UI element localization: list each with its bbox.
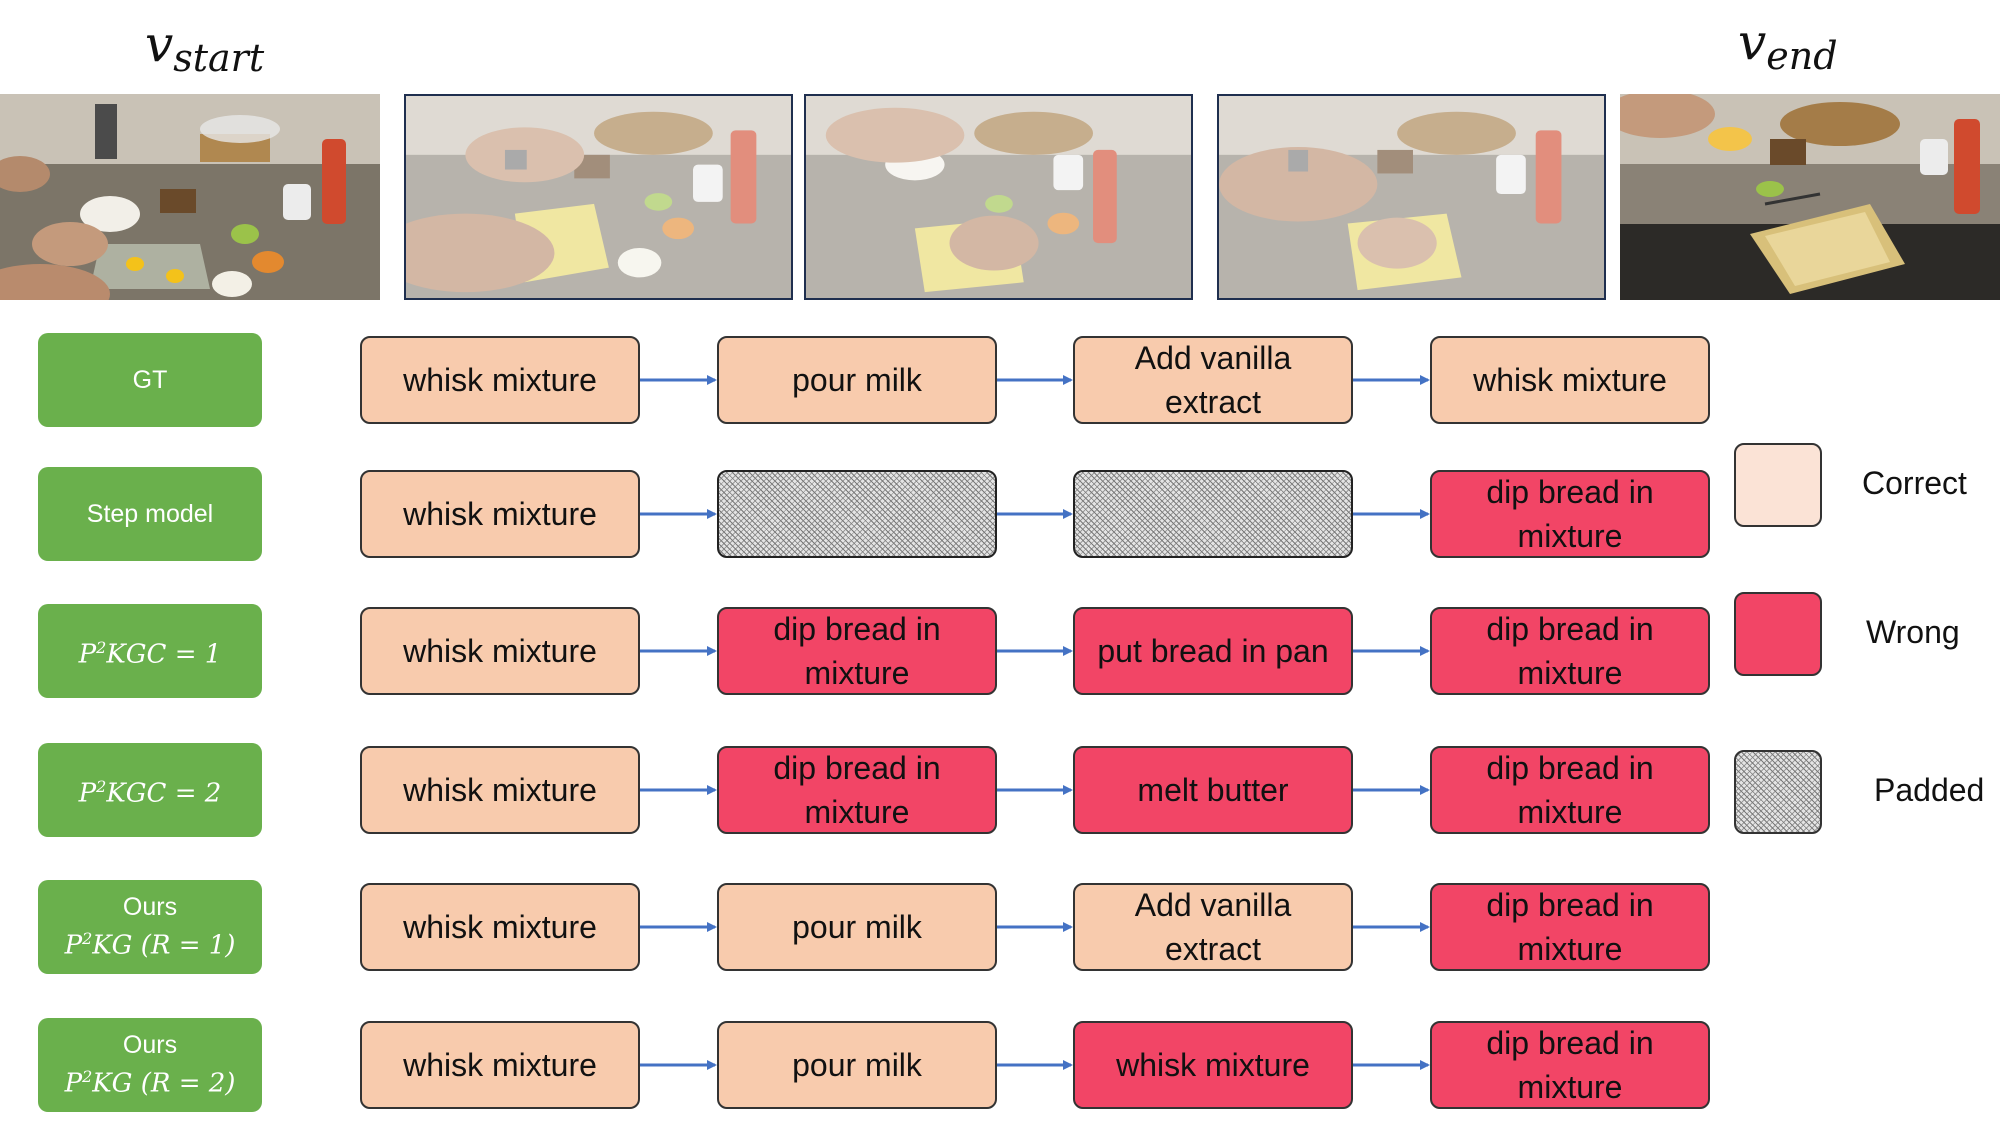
end-frame-image [1620,94,2000,300]
step-text: melt butter [1137,772,1289,808]
step-box-gt-3: Add vanilla extract [1073,336,1353,424]
start-frame-image [0,94,380,300]
step-frame-3-image [1217,94,1606,300]
step-text: dip bread in mixture [1486,611,1654,691]
row-label-text: Ours [122,1030,178,1059]
step-box-step-model-3 [1073,470,1353,558]
step-box-step-model-1: whisk mixture [360,470,640,558]
step-text: pour milk [792,909,922,945]
row-label-step-model: Step model [38,467,262,561]
step-box-gt-2: pour milk [717,336,997,424]
step-text: dip bread in mixture [1486,1025,1654,1105]
step-box-ours-r2-4: dip bread in mixture [1430,1021,1710,1109]
step-text: Add vanilla extract [1134,887,1292,967]
step-text: whisk mixture [403,362,597,398]
legend-label-correct: Correct [1862,465,1967,501]
legend-swatch-correct [1734,443,1822,527]
row-label-text: GT [132,366,168,394]
step-text: dip bread in mixture [1486,887,1654,967]
step-text: whisk mixture [403,909,597,945]
step-box-p2kgc-2-3: melt butter [1073,746,1353,834]
row-label-text: Step model [86,500,214,528]
row-label-p2kgc-2: P2KGC = 2 [38,743,262,837]
step-text: dip bread in mixture [1486,474,1654,554]
step-text: pour milk [792,1047,922,1083]
step-box-ours-r1-3: Add vanilla extract [1073,883,1353,971]
step-box-p2kgc-1-2: dip bread in mixture [717,607,997,695]
legend-swatch-padded [1734,750,1822,834]
step-box-ours-r2-3: whisk mixture [1073,1021,1353,1109]
row-label-formula: P2KGC = 1 [78,637,222,670]
step-box-step-model-4: dip bread in mixture [1430,470,1710,558]
row-label-p2kgc-1: P2KGC = 1 [38,604,262,698]
legend-label-wrong: Wrong [1866,614,1960,650]
step-text: put bread in pan [1097,633,1329,669]
step-text: whisk mixture [1473,362,1667,398]
step-box-ours-r1-1: whisk mixture [360,883,640,971]
step-box-gt-4: whisk mixture [1430,336,1710,424]
step-box-p2kgc-1-4: dip bread in mixture [1430,607,1710,695]
v-start-label: vstart [145,15,265,80]
step-text: whisk mixture [403,1047,597,1083]
step-box-gt-1: whisk mixture [360,336,640,424]
row-label-formula: P2KGC = 2 [78,776,222,809]
step-text: whisk mixture [403,496,597,532]
step-box-ours-r2-2: pour milk [717,1021,997,1109]
legend-swatch-wrong [1734,592,1822,676]
step-box-step-model-2 [717,470,997,558]
step-box-p2kgc-2-4: dip bread in mixture [1430,746,1710,834]
step-box-p2kgc-2-2: dip bread in mixture [717,746,997,834]
row-label-gt: GT [38,333,262,427]
step-frame-2-image [804,94,1193,300]
step-box-p2kgc-2-1: whisk mixture [360,746,640,834]
step-box-ours-r1-2: pour milk [717,883,997,971]
step-text: dip bread in mixture [773,611,941,691]
step-box-ours-r1-4: dip bread in mixture [1430,883,1710,971]
step-box-ours-r2-1: whisk mixture [360,1021,640,1109]
step-frame-1-image [404,94,793,300]
step-text: Add vanilla extract [1134,340,1292,420]
step-text: whisk mixture [403,772,597,808]
step-text: pour milk [792,362,922,398]
step-box-p2kgc-1-3: put bread in pan [1073,607,1353,695]
v-end-label: vend [1738,13,1838,78]
step-text: dip bread in mixture [1486,750,1654,830]
row-label-text: Ours [122,892,178,921]
legend-label-padded: Padded [1874,772,1985,808]
row-label-formula: P2KG (R = 2) [64,1066,236,1099]
row-label-formula: P2KG (R = 1) [64,928,236,961]
step-text: whisk mixture [403,633,597,669]
step-text: whisk mixture [1116,1047,1310,1083]
step-text: dip bread in mixture [773,750,941,830]
step-box-p2kgc-1-1: whisk mixture [360,607,640,695]
